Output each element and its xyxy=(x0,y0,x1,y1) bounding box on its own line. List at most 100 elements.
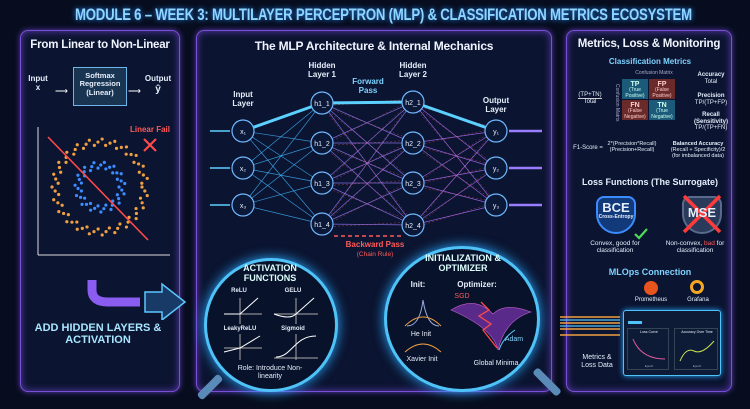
connection xyxy=(242,167,323,184)
outer-class-point xyxy=(92,229,96,234)
grafana-icon xyxy=(690,280,704,294)
outer-class-point xyxy=(134,153,138,158)
inner-class-point xyxy=(99,163,103,167)
backprop-connection xyxy=(412,201,497,229)
outer-class-point xyxy=(96,227,100,231)
x-mark-icon xyxy=(682,194,722,234)
leaky-relu-plot xyxy=(223,334,262,360)
connection xyxy=(242,102,323,206)
outer-class-point xyxy=(108,141,112,145)
activation-role: Role: Introduce Non-linearity xyxy=(237,365,303,380)
inner-class-point xyxy=(88,201,93,206)
outer-class-point xyxy=(53,189,57,193)
inner-class-point xyxy=(92,161,96,165)
linear-boundary-line xyxy=(47,136,149,241)
outer-class-point xyxy=(141,164,145,168)
backprop-connection xyxy=(321,221,414,228)
outer-class-point xyxy=(141,173,145,177)
connection xyxy=(412,167,497,184)
dashboard-tab[interactable] xyxy=(628,321,642,324)
grafana-label: Grafana xyxy=(687,297,709,303)
hidden2-node xyxy=(401,131,425,155)
backprop-connection xyxy=(321,179,414,228)
connection xyxy=(321,182,414,225)
outer-class-point xyxy=(84,142,88,146)
outer-class-point xyxy=(52,172,56,176)
input-node-label: x₂ xyxy=(240,166,247,173)
connection xyxy=(412,142,497,206)
output-node-label: y₃ xyxy=(493,203,500,210)
accuracy-chart-title: Accuracy Over Time xyxy=(681,330,713,334)
nonlinear-scatter-plot: Linear Fail xyxy=(37,125,170,256)
outer-class-point xyxy=(81,146,86,150)
outer-class-point xyxy=(66,213,70,217)
inner-class-point xyxy=(77,177,81,182)
gelu-label: GELU xyxy=(284,288,302,294)
output-node xyxy=(484,193,508,217)
mse-label: MSE xyxy=(687,205,717,220)
outer-class-point xyxy=(65,150,69,154)
inner-class-point xyxy=(80,202,84,206)
hidden2-node-label: h2_1 xyxy=(405,100,421,107)
outer-class-point xyxy=(138,196,143,200)
inner-class-point xyxy=(123,181,127,186)
he-init-curve-orange xyxy=(404,316,442,327)
optimizer-label: Optimizer: xyxy=(457,280,497,289)
add-hidden-layers-label: ADD HIDDEN LAYERS & ACTIVATION xyxy=(34,322,162,347)
outer-class-point xyxy=(134,216,138,221)
cm-cell-fp: FP(False Positive) xyxy=(649,79,675,99)
connection xyxy=(242,130,323,225)
optimizer-title: INITIALIZATION & OPTIMIZER xyxy=(425,253,501,273)
output-node xyxy=(484,119,508,143)
bce-caption: Convex, good for classification xyxy=(590,240,640,255)
outer-class-point xyxy=(140,201,144,205)
mlp-network-diagram: x₁x₂x₃h1_1h1_2h1_3h1_4h2_1h2_2h2_3h2_4y₁… xyxy=(210,90,542,237)
inner-class-point xyxy=(90,165,94,169)
outer-class-point xyxy=(100,233,104,237)
hidden2-node xyxy=(401,171,425,195)
inner-class-point xyxy=(119,172,123,176)
sgd-label: SGD xyxy=(454,293,470,300)
sigmoid-plot xyxy=(274,334,318,360)
outer-class-point xyxy=(57,165,62,170)
mlops-title: MLOps Connection xyxy=(608,267,692,277)
backprop-connection xyxy=(321,139,414,228)
connection xyxy=(242,204,323,225)
connection xyxy=(321,142,414,226)
inner-class-point xyxy=(115,193,119,197)
input-layer-label: Input Layer xyxy=(232,90,254,108)
outer-class-point xyxy=(56,181,60,185)
panel-title: Metrics, Loss & Monitoring xyxy=(577,38,721,50)
hidden1-node-label: h1_1 xyxy=(314,101,330,108)
backprop-connection xyxy=(412,127,497,187)
inner-class-point xyxy=(93,206,97,210)
outer-class-point xyxy=(61,211,66,216)
outer-class-point xyxy=(87,138,91,142)
inner-class-point xyxy=(76,173,80,177)
loss-curve-chart: Loss Curve Epoch xyxy=(627,328,669,370)
connection xyxy=(321,142,414,225)
global-minima-label: Global Minima xyxy=(473,360,519,367)
inner-class-point xyxy=(108,165,112,169)
connection xyxy=(412,204,497,226)
panel-title: From Linear to Non-Linear xyxy=(30,39,170,51)
connection xyxy=(412,101,497,206)
forward-pass-arrow xyxy=(242,101,323,133)
connection xyxy=(412,130,497,144)
hidden1-node-label: h1_3 xyxy=(314,181,330,188)
outer-class-point xyxy=(114,146,119,150)
inner-class-point xyxy=(83,196,87,200)
hidden2-node-label: h2_4 xyxy=(405,223,421,230)
output-node-label: y₂ xyxy=(493,166,500,173)
input-node xyxy=(231,156,255,180)
outer-class-point xyxy=(124,145,129,149)
inner-class-point xyxy=(89,208,93,212)
loss-functions-title: Loss Functions (The Surrogate) xyxy=(581,177,718,187)
xavier-init-curve xyxy=(404,343,442,353)
outer-class-point xyxy=(104,143,108,147)
inner-class-point xyxy=(102,207,106,211)
accuracy-chart: Accuracy Over Time Epoch xyxy=(674,328,718,370)
hidden1-node-label: h1_2 xyxy=(314,141,330,148)
